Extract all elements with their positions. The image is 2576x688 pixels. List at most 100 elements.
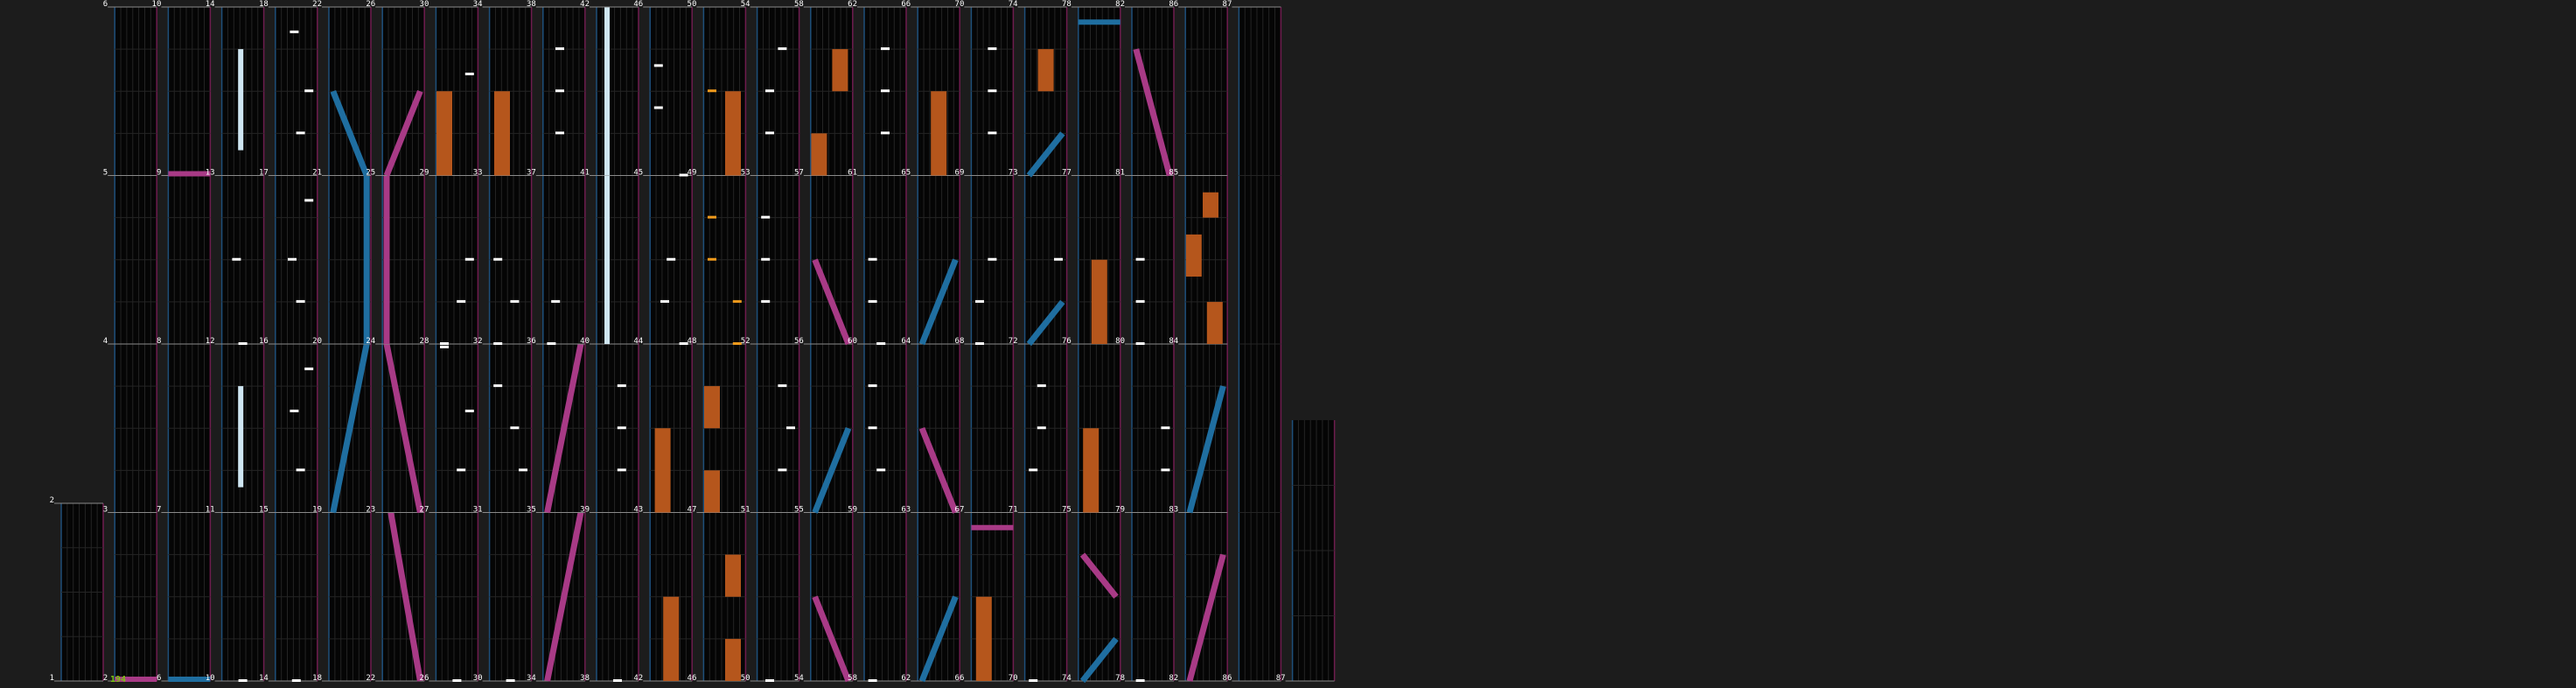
measure-label: 15 — [259, 506, 269, 515]
note — [1029, 468, 1038, 472]
scratch-note — [812, 426, 852, 514]
note — [778, 384, 787, 388]
note — [555, 47, 564, 51]
bar-note — [971, 524, 1014, 530]
hold-note — [1083, 428, 1100, 513]
note — [510, 299, 520, 303]
measure-label: 30 — [420, 0, 429, 9]
note — [288, 257, 297, 261]
measure-label: 5 — [103, 169, 108, 178]
measure-label: 49 — [688, 169, 697, 178]
note — [868, 257, 877, 261]
note — [881, 47, 890, 51]
measure-label: 3 — [103, 506, 108, 515]
measure-label: 60 — [848, 337, 857, 346]
note — [988, 257, 997, 261]
note — [1029, 679, 1038, 682]
note — [1135, 257, 1145, 261]
hold-note — [238, 386, 244, 488]
measure-label: 34 — [473, 0, 483, 9]
measure-label: 83 — [1169, 506, 1178, 515]
note — [238, 342, 248, 345]
note — [765, 89, 774, 93]
measure-label: 78 — [1115, 674, 1125, 683]
note — [881, 131, 890, 135]
measure-label: 79 — [1115, 506, 1125, 515]
measure-label: 52 — [741, 337, 750, 346]
measure-column: 87 — [1276, 420, 1336, 683]
note — [1135, 679, 1145, 682]
measure-label: 35 — [527, 506, 536, 515]
measure-label: 82 — [1115, 0, 1125, 9]
note — [304, 89, 314, 93]
note — [778, 468, 787, 472]
measure-label: 86 — [1169, 0, 1178, 9]
note — [464, 410, 474, 412]
scratch-note — [330, 343, 370, 514]
scratch-note — [387, 511, 423, 682]
note — [506, 679, 515, 682]
measure-label: 12 — [206, 337, 215, 346]
hold-note — [1206, 301, 1223, 344]
measure-label: 87 — [1223, 0, 1232, 9]
note — [868, 384, 877, 388]
note — [761, 215, 771, 219]
note — [493, 257, 503, 261]
note — [761, 257, 771, 261]
scratch-note — [1026, 131, 1065, 178]
measure-label: 6 — [103, 0, 108, 9]
note — [290, 410, 299, 412]
measure-label: 68 — [955, 337, 965, 346]
measure-label: 70 — [1009, 674, 1018, 683]
hold-note — [604, 7, 610, 176]
measure-label: 10 — [152, 0, 162, 9]
note — [988, 131, 997, 135]
measure-label: 47 — [688, 506, 697, 515]
scratch-note — [1026, 299, 1065, 347]
measure-label: 85 — [1169, 169, 1178, 178]
note — [975, 299, 984, 303]
measure-label: 13 — [206, 169, 215, 178]
scratch-note — [1079, 552, 1119, 599]
scratch-note — [544, 343, 584, 514]
measure-label: 62 — [848, 0, 857, 9]
note — [493, 384, 503, 388]
note — [555, 131, 564, 135]
note — [613, 679, 622, 682]
hold-note — [1091, 259, 1107, 344]
measure-label: 31 — [473, 506, 483, 515]
measure-label: 8 — [157, 337, 161, 346]
hold-note — [604, 175, 610, 344]
measure-label: 16 — [259, 337, 269, 346]
scratch-note — [1079, 636, 1119, 684]
scratch-note — [1186, 553, 1226, 682]
measure-label: 76 — [1062, 337, 1072, 346]
measure-label: 69 — [955, 169, 965, 178]
scratch-note — [812, 595, 852, 683]
measure-label: 71 — [1009, 506, 1018, 515]
measure-label: 66 — [955, 674, 965, 683]
measure-label: 81 — [1115, 169, 1125, 178]
note — [493, 342, 503, 345]
scratch-note — [918, 595, 959, 683]
measure-label: 74 — [1062, 674, 1072, 683]
measure-label: 78 — [1062, 0, 1072, 9]
hold-note — [725, 554, 741, 597]
scratch-note — [812, 258, 852, 346]
note — [679, 173, 688, 177]
measure-label: 34 — [527, 674, 536, 683]
note — [667, 257, 676, 261]
hold-note — [654, 428, 671, 513]
note — [519, 468, 527, 472]
measure-label: 4 — [103, 337, 108, 346]
measure-label: 25 — [366, 169, 375, 178]
note — [778, 47, 787, 51]
note — [1161, 468, 1170, 472]
hold-note — [725, 638, 741, 681]
